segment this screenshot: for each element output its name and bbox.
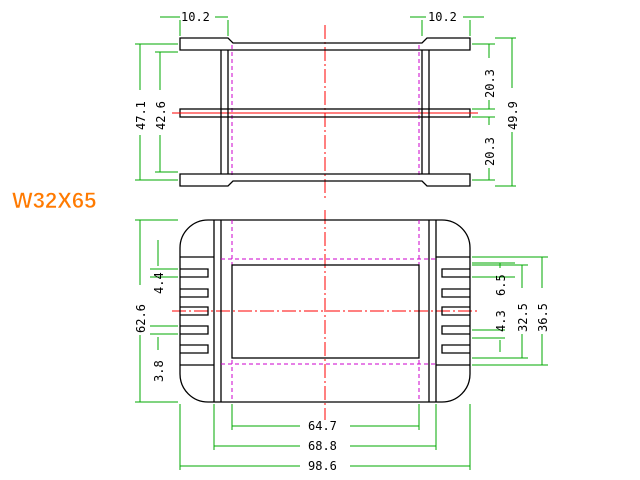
dim-label: 32.5 [516,303,530,332]
dim-label: 49.9 [506,101,520,130]
dim-gap-right: 4.3 [472,310,508,352]
dim-label: 47.1 [134,101,148,130]
dim-flange-right: 10.2 [410,10,484,36]
dim-height-total-right: 49.9 [495,37,520,187]
dim-height-outer-right: 36.5 [472,256,550,366]
dim-slot-width-right: 6.5 [472,262,515,296]
dim-label: 6.5 [494,274,508,296]
core-window [231,264,420,359]
bottom-flange [179,173,471,187]
dim-slot-gap-left: 3.8 [150,325,178,382]
left-pin-slots [180,256,214,366]
dim-label: 10.2 [181,10,210,24]
dim-label: 20.3 [483,137,497,166]
dim-label: 4.4 [152,272,166,294]
dim-label: 64.7 [308,419,337,433]
dim-label: 62.6 [134,304,148,333]
dim-height-lower-right: 20.3 [472,116,497,181]
dim-flange-left: 10.2 [160,10,229,36]
dim-label: 68.8 [308,439,337,453]
dim-width-mid: 68.8 [213,404,437,453]
dim-label: 10.2 [428,10,457,24]
dim-label: 36.5 [536,303,550,332]
dim-label: 20.3 [483,69,497,98]
dim-width-total: 98.6 [179,404,471,473]
bobbin-body-outline [179,219,471,403]
top-flange [179,37,471,51]
dim-height-inner-left: 42.6 [154,51,178,173]
top-view: 10.2 10.2 47.1 42.6 [134,10,520,198]
dim-height-total-left: 62.6 [134,219,178,403]
dim-label: 42.6 [154,101,168,130]
dim-height-outer-left: 47.1 [134,43,178,181]
dim-label: 98.6 [308,459,337,473]
dim-label: 3.8 [152,360,166,382]
dim-height-upper-right: 20.3 [472,43,497,110]
dim-label: 4.3 [494,310,508,332]
dim-width-inner: 64.7 [231,404,420,433]
dim-slot-width-left: 4.4 [150,240,178,294]
part-name-label: W32X65 [12,188,96,213]
bottom-view: 62.6 4.4 3.8 6.5 4.3 [134,210,550,473]
right-pin-slots [436,256,470,366]
dim-height-inner-right: 32.5 [472,264,530,359]
